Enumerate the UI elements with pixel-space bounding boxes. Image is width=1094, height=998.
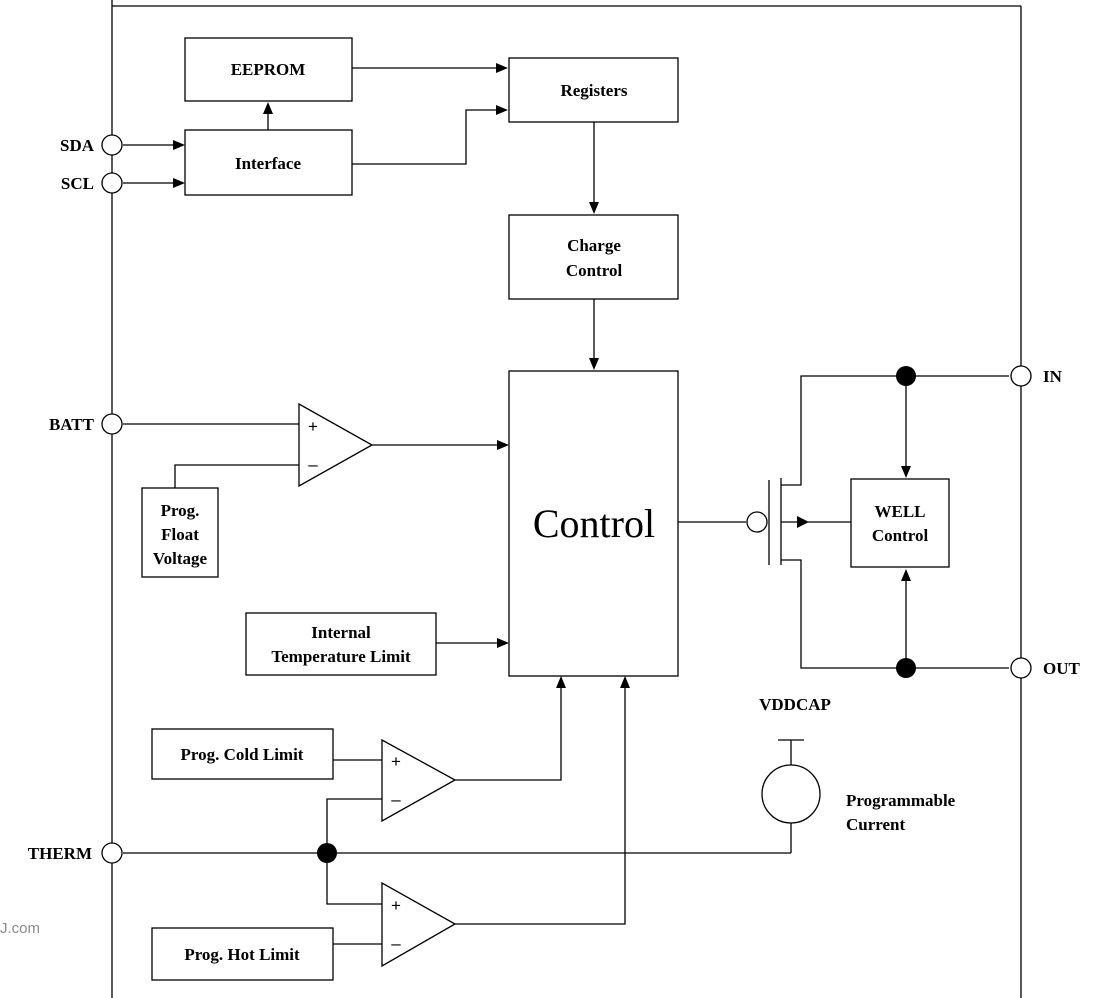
control-label: Control xyxy=(533,501,655,546)
chip-boundary xyxy=(111,0,1022,998)
interface-block: Interface xyxy=(184,129,353,196)
watermark-text: J.com xyxy=(0,920,40,937)
prog-cold-limit-block: Prog. Cold Limit xyxy=(151,728,334,780)
arrowhead xyxy=(901,466,911,478)
cold-limit-label: Prog. Cold Limit xyxy=(181,745,304,764)
well-control-block: WELL Control xyxy=(850,478,950,568)
float-voltage-label-3: Voltage xyxy=(153,549,208,568)
float-voltage-label-2: Float xyxy=(161,525,199,544)
comparator-cold: + – xyxy=(381,738,457,823)
arrowhead xyxy=(496,63,508,73)
therm-label: THERM xyxy=(28,844,92,863)
well-control-label-2: Control xyxy=(872,526,929,545)
plus-sign: + xyxy=(308,417,318,436)
internal-temperature-limit-block: Internal Temperature Limit xyxy=(245,612,437,676)
well-control-label-1: WELL xyxy=(874,502,925,521)
internal-temp-label-1: Internal xyxy=(311,623,371,642)
charge-control-label-1: Charge xyxy=(567,236,621,255)
gate-inversion-bubble xyxy=(746,511,768,533)
comparator-hot: + – xyxy=(381,881,457,968)
arrowhead xyxy=(497,440,509,450)
out-label: OUT xyxy=(1043,659,1081,678)
comparator-batt: + – xyxy=(298,402,374,488)
charge-control-block: Charge Control xyxy=(508,214,679,300)
batt-label: BATT xyxy=(49,415,95,434)
arrowhead xyxy=(497,638,509,648)
programmable-current-label-1: Programmable xyxy=(846,791,956,810)
interface-label: Interface xyxy=(235,154,302,173)
wires xyxy=(123,67,1009,945)
pin-out xyxy=(1010,657,1032,679)
arrowhead xyxy=(589,202,599,214)
registers-label: Registers xyxy=(560,81,627,100)
internal-temp-label-2: Temperature Limit xyxy=(271,647,411,666)
minus-sign: – xyxy=(391,790,401,809)
plus-sign: + xyxy=(391,752,401,771)
plus-sign: + xyxy=(391,896,401,915)
arrowhead xyxy=(589,358,599,370)
registers-block: Registers xyxy=(508,57,679,123)
arrowhead xyxy=(620,676,630,688)
eeprom-label: EEPROM xyxy=(231,60,306,79)
pin-therm xyxy=(101,842,123,864)
scl-label: SCL xyxy=(61,174,94,193)
pin-batt xyxy=(101,413,123,435)
arrowhead xyxy=(496,105,508,115)
control-block: Control xyxy=(508,370,679,677)
junction-dot-in xyxy=(896,366,916,386)
in-label: IN xyxy=(1043,367,1063,386)
pin-sda xyxy=(101,134,123,156)
prog-hot-limit-block: Prog. Hot Limit xyxy=(151,927,334,981)
junction-dot-therm xyxy=(317,843,337,863)
arrowhead xyxy=(556,676,566,688)
charge-control-label-2: Control xyxy=(566,261,623,280)
arrowhead xyxy=(797,516,809,528)
minus-sign: – xyxy=(308,455,318,474)
arrowhead xyxy=(173,178,185,188)
arrowhead xyxy=(173,140,185,150)
prog-float-voltage-block: Prog. Float Voltage xyxy=(141,487,219,578)
arrowhead xyxy=(901,569,911,581)
pin-scl xyxy=(101,172,123,194)
pin-in xyxy=(1010,365,1032,387)
sda-label: SDA xyxy=(60,136,95,155)
programmable-current-label-2: Current xyxy=(846,815,906,834)
eeprom-block: EEPROM xyxy=(184,37,353,102)
hot-limit-label: Prog. Hot Limit xyxy=(184,945,300,964)
float-voltage-label-1: Prog. xyxy=(161,501,200,520)
programmable-current-source: Programmable Current xyxy=(761,764,956,834)
vddcap-label: VDDCAP xyxy=(759,695,831,714)
minus-sign: – xyxy=(391,934,401,953)
arrowhead xyxy=(263,102,273,114)
junction-dot-out xyxy=(896,658,916,678)
